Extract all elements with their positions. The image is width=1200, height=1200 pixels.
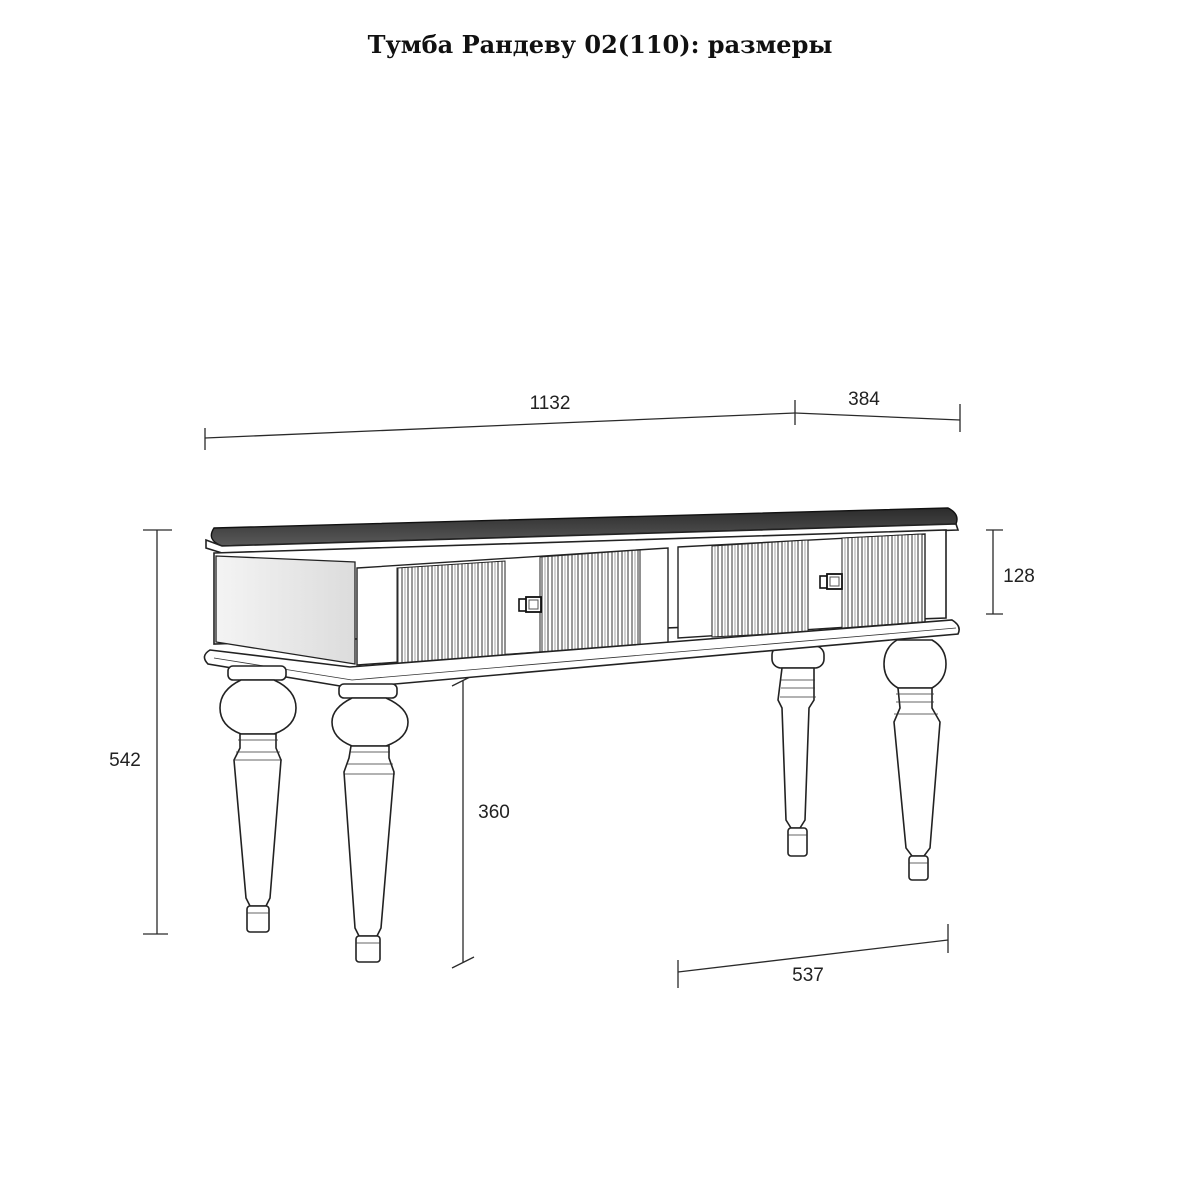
dimension-depth-label: 384 [848,389,880,410]
dimension-drawer-height-label: 128 [1003,566,1035,587]
dimension-leg-span: 537 [677,924,949,988]
cabinet-body [203,507,960,689]
dimension-width: 1132 [204,393,796,450]
right-drawer-handle [819,573,843,590]
back-leg-right [883,639,947,881]
left-drawer-handle [518,596,542,613]
dimension-leg-height: 360 [451,674,510,969]
dimension-drawer-height: 128 [986,529,1035,615]
dimension-total-height-label: 542 [109,750,141,771]
dimension-depth: 384 [794,389,961,432]
dimension-width-label: 1132 [530,393,571,414]
front-leg-right [331,683,409,963]
front-leg-left [219,665,297,933]
side-panel [215,555,356,665]
back-leg-left [771,645,825,857]
dimension-leg-span-label: 537 [792,965,824,986]
diagram-title: Тумба Рандеву 02(110): размеры [367,30,833,59]
dimension-total-height: 542 [109,529,172,935]
dimension-leg-height-label: 360 [478,802,510,823]
